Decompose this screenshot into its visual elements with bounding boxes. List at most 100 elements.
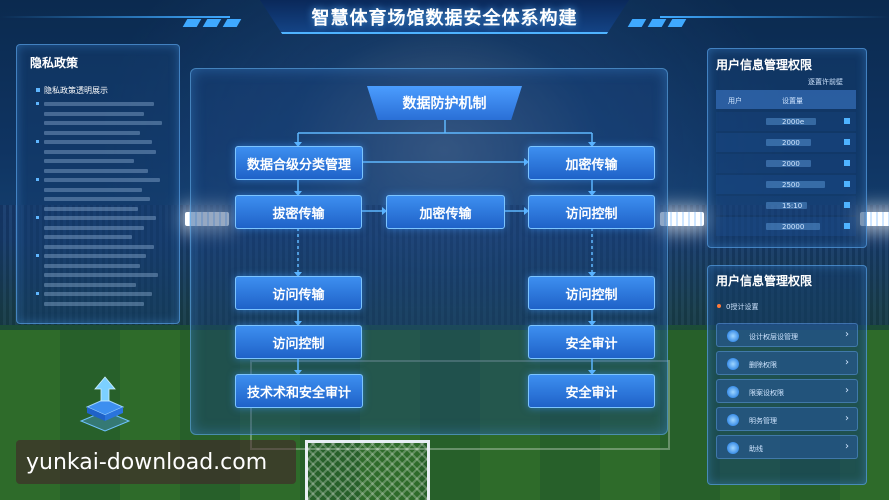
table-row[interactable]: 2000 — [716, 133, 856, 152]
permission-dropdown[interactable]: 逐置许前壁 — [808, 78, 843, 86]
table-row[interactable]: 2000 — [716, 154, 856, 173]
table-row[interactable]: 2500 — [716, 175, 856, 194]
menu-item-label: 删除权限 — [749, 361, 777, 369]
header-setting: 设置量 — [782, 97, 803, 105]
node-security-audit-lower: 安全审计 — [528, 374, 655, 408]
privacy-panel-subtitle: 隐私政策透明展示 — [44, 86, 108, 95]
chevron-right-icon: › — [845, 441, 849, 452]
privacy-text-line — [44, 140, 152, 144]
table-row[interactable]: 15:10 — [716, 196, 856, 215]
privacy-text-line — [44, 130, 140, 135]
privacy-text-line — [44, 216, 156, 220]
title-bar — [260, 0, 629, 34]
menu-item-icon — [727, 386, 739, 398]
setting-level-bar — [766, 160, 811, 167]
privacy-policy-panel — [16, 44, 180, 324]
setting-value: 15:10 — [782, 202, 803, 210]
title-deco-line — [0, 16, 230, 18]
setting-value: 2000e — [782, 118, 805, 126]
setting-value: 20000 — [782, 223, 805, 231]
menu-item-label: 助线 — [749, 445, 763, 453]
node-data-classification: 数据合级分类管理 — [235, 146, 363, 180]
privacy-text-line — [44, 254, 146, 258]
privacy-text-line — [44, 159, 134, 163]
toggle-indicator[interactable] — [844, 160, 850, 166]
privacy-text-line — [44, 206, 138, 211]
node-access-control-left: 访问控制 — [235, 325, 362, 359]
settings-dot-icon — [717, 304, 721, 308]
menu-item[interactable]: 助线 › — [716, 435, 858, 459]
node-access-control-right-lower: 访问控制 — [528, 276, 655, 310]
menu-item[interactable]: 限案设权限 › — [716, 379, 858, 403]
setting-level-bar — [766, 202, 807, 209]
menu-item-label: 设计权层设管理 — [749, 333, 798, 341]
chevron-right-icon: › — [845, 385, 849, 396]
menu-item[interactable]: 设计权层设管理 › — [716, 323, 858, 347]
bullet-icon — [36, 292, 39, 295]
page-title: 智慧体育场馆数据安全体系构建 — [311, 8, 578, 29]
toggle-indicator[interactable] — [844, 181, 850, 187]
table-row[interactable]: 20000 — [716, 217, 856, 236]
root-node-data-protection: 数据防护机制 — [367, 86, 522, 120]
privacy-text-line — [44, 178, 160, 182]
privacy-text-line — [44, 102, 154, 106]
node-tech-security-audit: 技术术和安全审计 — [235, 374, 363, 408]
menu-item-icon — [727, 414, 739, 426]
architecture-panel — [190, 68, 668, 435]
chevron-right-icon: › — [845, 357, 849, 368]
node-encrypted-transmission-middle: 加密传输 — [386, 195, 505, 229]
menu-item[interactable]: 删除权限 › — [716, 351, 858, 375]
toggle-indicator[interactable] — [844, 223, 850, 229]
node-secret-transmission: 拔密传输 — [235, 195, 362, 229]
setting-level-bar — [766, 223, 820, 230]
privacy-text-line — [44, 273, 158, 277]
toggle-indicator[interactable] — [844, 118, 850, 124]
setting-value: 2000 — [782, 139, 800, 147]
goal-net — [305, 440, 430, 500]
privacy-text-line — [44, 235, 132, 239]
privacy-text-line — [44, 292, 152, 296]
setting-level-bar — [766, 139, 811, 146]
upload-data-icon — [79, 376, 131, 432]
privacy-text-line — [44, 225, 144, 230]
menu-item-icon — [727, 442, 739, 454]
privacy-panel-title: 隐私政策 — [30, 56, 79, 70]
menu-subtitle: 0授计设置 — [726, 303, 759, 311]
floodlight — [185, 212, 229, 226]
chevron-right-icon: › — [845, 329, 849, 340]
table-row[interactable]: 2000e — [716, 112, 856, 131]
bullet-icon — [36, 140, 39, 143]
bullet-icon — [36, 88, 40, 92]
privacy-text-line — [44, 197, 150, 201]
table-header: 用户 设置量 — [716, 90, 856, 109]
menu-item[interactable]: 明务管理› — [716, 407, 858, 431]
setting-level-bar — [766, 118, 816, 125]
user-permission-table-panel — [707, 48, 867, 248]
user-permission-title: 用户信息管理权限 — [716, 58, 813, 72]
menu-item-label: 明务管理 — [749, 417, 777, 425]
privacy-text-line — [44, 168, 148, 173]
privacy-text-line — [44, 111, 144, 116]
header-user: 用户 — [728, 97, 742, 105]
menu-item-label: 限案设权限 — [749, 389, 784, 397]
node-access-transmission: 访问传输 — [235, 276, 362, 310]
setting-value: 2000 — [782, 160, 800, 168]
privacy-text-line — [44, 282, 136, 287]
toggle-indicator[interactable] — [844, 139, 850, 145]
floodlight — [860, 212, 889, 226]
privacy-text-line — [44, 149, 156, 154]
privacy-text-line — [44, 121, 162, 125]
floodlight — [660, 212, 704, 226]
privacy-text-line — [44, 263, 140, 268]
node-security-audit: 安全审计 — [528, 325, 655, 359]
privacy-text-line — [44, 301, 144, 306]
setting-value: 2500 — [782, 181, 800, 189]
bullet-icon — [36, 216, 39, 219]
menu-item-icon — [727, 358, 739, 370]
privacy-text-line — [44, 187, 142, 192]
node-access-control-right: 访问控制 — [528, 195, 655, 229]
privacy-text-line — [44, 244, 154, 249]
node-encrypted-transmission: 加密传输 — [528, 146, 655, 180]
toggle-indicator[interactable] — [844, 202, 850, 208]
bullet-icon — [36, 102, 39, 105]
